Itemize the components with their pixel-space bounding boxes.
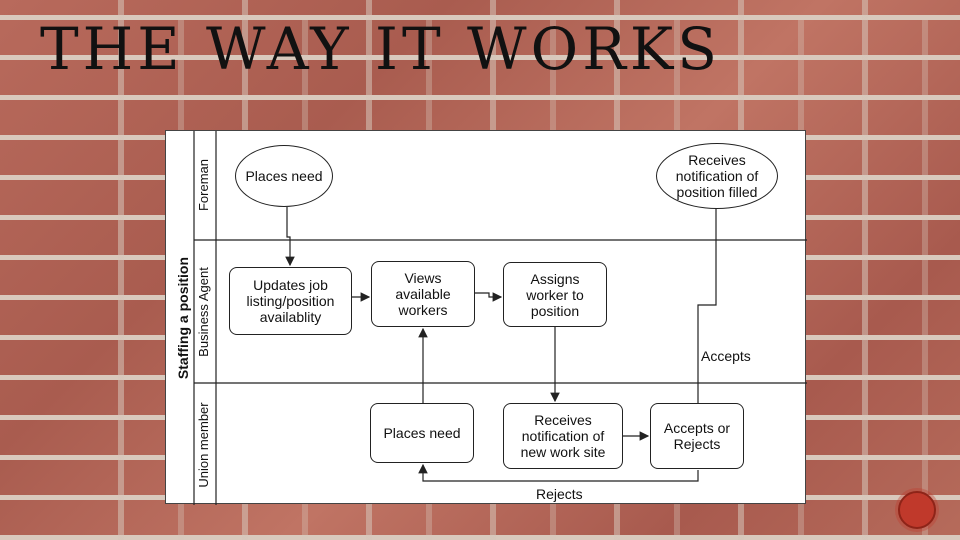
edge-rejects-loop	[418, 463, 699, 482]
swimlane-diagram: Staffing a position Foreman Business Age…	[165, 130, 807, 505]
edge-label-rejects: Rejects	[536, 486, 583, 502]
edge-places-need-to-updates	[285, 207, 295, 267]
lane-label-union-member: Union member	[196, 402, 211, 488]
pool-label: Staffing a position	[175, 256, 191, 380]
node-foreman-places-need: Places need	[235, 145, 333, 207]
diagram-lines	[193, 131, 807, 505]
node-receives-notification-site: Receives notification of new work site	[503, 403, 623, 469]
node-member-places-need: Places need	[370, 403, 474, 463]
node-accepts-or-rejects: Accepts or Rejects	[650, 403, 744, 469]
node-updates-job-listing: Updates job listing/position availablity	[229, 267, 352, 335]
node-views-available-workers: Views available workers	[371, 261, 475, 327]
edge-views-to-assigns	[475, 292, 503, 302]
lane-label-business-agent: Business Agent	[196, 267, 211, 357]
edge-accepts-to-filled	[697, 193, 721, 403]
edge-label-accepts: Accepts	[701, 348, 751, 364]
slide-title: THE WAY IT WORKS	[40, 15, 721, 83]
slide-badge-icon	[898, 491, 936, 529]
lane-label-foreman: Foreman	[196, 158, 211, 212]
node-assigns-worker: Assigns worker to position	[503, 262, 607, 327]
node-receives-notification-filled: Receives notification of position filled	[656, 143, 778, 209]
